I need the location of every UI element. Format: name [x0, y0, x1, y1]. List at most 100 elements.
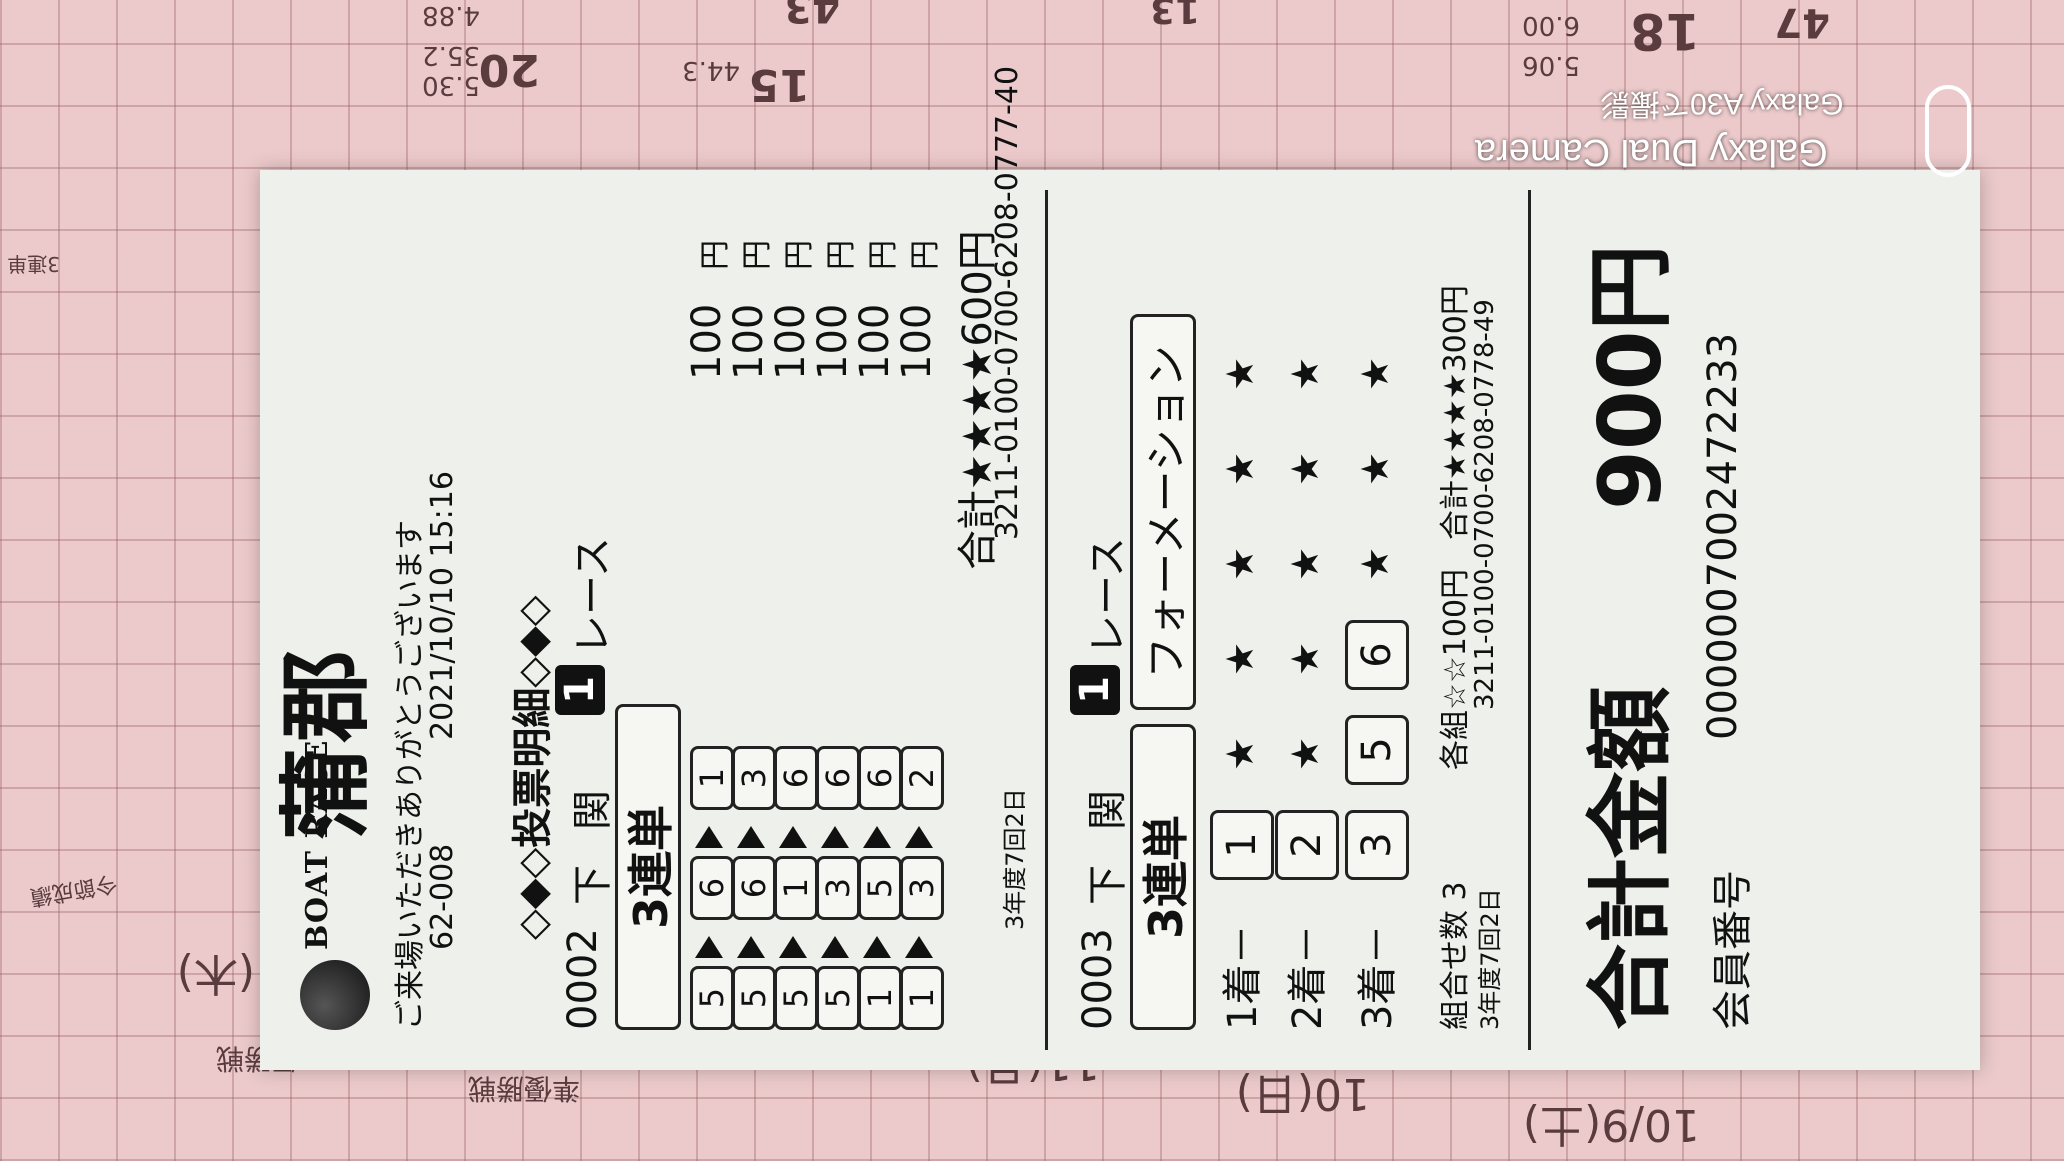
bg-num-12: 5.30	[422, 70, 480, 100]
combo-second-box: 5	[858, 856, 902, 920]
combo-first-box: 1	[900, 966, 944, 1030]
star-icon: ★	[1218, 451, 1262, 486]
combo-second-box: 1	[774, 856, 818, 920]
arrow-icon	[905, 826, 933, 848]
bg-num-9: 44.3	[682, 55, 740, 85]
arrow-icon	[863, 936, 891, 958]
arrow-icon	[695, 936, 723, 958]
arrow-icon	[905, 936, 933, 958]
combo-third-box: 6	[774, 746, 818, 810]
combo-third-box: 2	[900, 746, 944, 810]
combo-amount: 100	[768, 303, 814, 380]
ticket1-serial: 0002	[560, 928, 606, 1030]
ticket2-venue-label: 関	[1085, 790, 1131, 830]
bg-num-11: 4.88	[422, 0, 480, 30]
star-icon: ★	[1218, 356, 1262, 391]
combo-third-box: 6	[858, 746, 902, 810]
star-icon: ★	[1283, 451, 1327, 486]
ticket2-period: 3年度7回2日	[1476, 888, 1504, 1030]
ticket2-serial: 0003	[1075, 928, 1121, 1030]
grand-total-label: 合計金額	[1581, 686, 1681, 1030]
combo-unit: 円	[866, 240, 901, 270]
ticket1-bet-type: 3連単	[615, 704, 681, 1030]
bg-num-6: 13	[1149, 0, 1200, 30]
bg-num-1: 18	[1630, 2, 1700, 60]
combo-third-box: 3	[732, 746, 776, 810]
ticket1-period: 3年度7回2日	[1001, 788, 1029, 930]
venue-name: 蒲郡	[272, 643, 380, 840]
combo-count: 組合せ数 3	[1438, 881, 1473, 1030]
ticket2-race-number: 1	[1070, 665, 1120, 715]
member-number: 0000007002472233	[1700, 332, 1746, 740]
camera-lens-icon	[1925, 85, 1971, 177]
ticket2-course: 下	[1085, 865, 1131, 905]
total-divider	[1528, 190, 1531, 1050]
bg-num-2: 47	[1774, 0, 1830, 45]
star-icon: ★	[1353, 356, 1397, 391]
combo-third-box: 6	[816, 746, 860, 810]
star-icon: ★	[1218, 641, 1262, 676]
combo-amount: 100	[810, 303, 856, 380]
purchase-datetime: 2021/10/10 15:16	[425, 471, 460, 740]
star-icon: ★	[1218, 546, 1262, 581]
combo-second-box: 6	[732, 856, 776, 920]
combo-second-box: 6	[690, 856, 734, 920]
combo-first-box: 5	[816, 966, 860, 1030]
star-icon: ★	[1283, 641, 1327, 676]
bg-num-7: 6.00	[1522, 10, 1580, 40]
combo-unit: 円	[782, 240, 817, 270]
ticket1-race-number: 1	[555, 665, 605, 715]
combo-first-box: 1	[858, 966, 902, 1030]
betting-receipt: BOAT RACE 蒲郡 ご来場いただきありがとうございます 62-008 20…	[260, 66, 1980, 1070]
combo-first-box: 5	[732, 966, 776, 1030]
bg-date-4: 10(日)	[1235, 1068, 1370, 1119]
combo-amount: 100	[852, 303, 898, 380]
place1-label: 1着－	[1220, 924, 1266, 1030]
ticket2-total: 合計★★★★300円	[1438, 285, 1473, 540]
combo-unit: 円	[698, 240, 733, 270]
formation-box: 6	[1345, 620, 1409, 690]
star-icon: ★	[1283, 546, 1327, 581]
formation-box: 2	[1275, 810, 1339, 880]
bg-num-3: 15	[748, 59, 810, 110]
bg-num-4: 20	[478, 44, 540, 95]
ticket2-race-suffix: レース	[1085, 537, 1131, 655]
ticket2-bet-type: 3連単	[1130, 724, 1196, 1030]
ticket1-race-suffix: レース	[570, 537, 616, 655]
boat-race-logo-icon	[300, 960, 370, 1030]
ticket1-code: 3211-0100-0700-6208-0777-40	[990, 65, 1025, 540]
place3-label: 3着－	[1355, 924, 1401, 1030]
camera-watermark-line2: Galaxy A30で撮影	[1600, 87, 1844, 120]
combo-second-box: 3	[816, 856, 860, 920]
bg-num-5: 43	[784, 0, 840, 30]
greeting-text: ご来場いただきありがとうございます	[393, 520, 428, 1030]
arrow-icon	[821, 936, 849, 958]
combo-second-box: 3	[900, 856, 944, 920]
arrow-icon	[737, 936, 765, 958]
member-label: 会員番号	[1710, 870, 1756, 1030]
star-icon: ★	[1283, 736, 1327, 771]
formation-box: 5	[1345, 715, 1409, 785]
bg-date-5: 10/9(土)	[1522, 1099, 1700, 1150]
arrow-icon	[779, 936, 807, 958]
combo-unit: 円	[908, 240, 943, 270]
ticket1-venue-label: 関	[570, 790, 616, 830]
bg-num-8: 5.06	[1522, 50, 1580, 80]
each-amount: 各組☆☆100円	[1438, 568, 1473, 770]
bg-num-10: 35.2	[422, 40, 480, 70]
ticket2-code: 3211-0100-0700-6208-0778-49	[1470, 299, 1500, 710]
terminal-id: 62-008	[425, 843, 460, 950]
arrow-icon	[779, 826, 807, 848]
star-icon: ★	[1283, 356, 1327, 391]
bg-label-2: 準優勝戦	[467, 1072, 580, 1105]
place2-label: 2着－	[1285, 924, 1331, 1030]
arrow-icon	[863, 826, 891, 848]
combo-unit: 円	[740, 240, 775, 270]
star-icon: ★	[1353, 546, 1397, 581]
combo-first-box: 5	[774, 966, 818, 1030]
combo-amount: 100	[894, 303, 940, 380]
grand-total-amount: 900円	[1581, 244, 1681, 510]
ticket1-course: 下	[570, 865, 616, 905]
ticket2-method: フォーメーション	[1130, 314, 1196, 710]
bg-label-4: 3連単	[7, 252, 60, 276]
